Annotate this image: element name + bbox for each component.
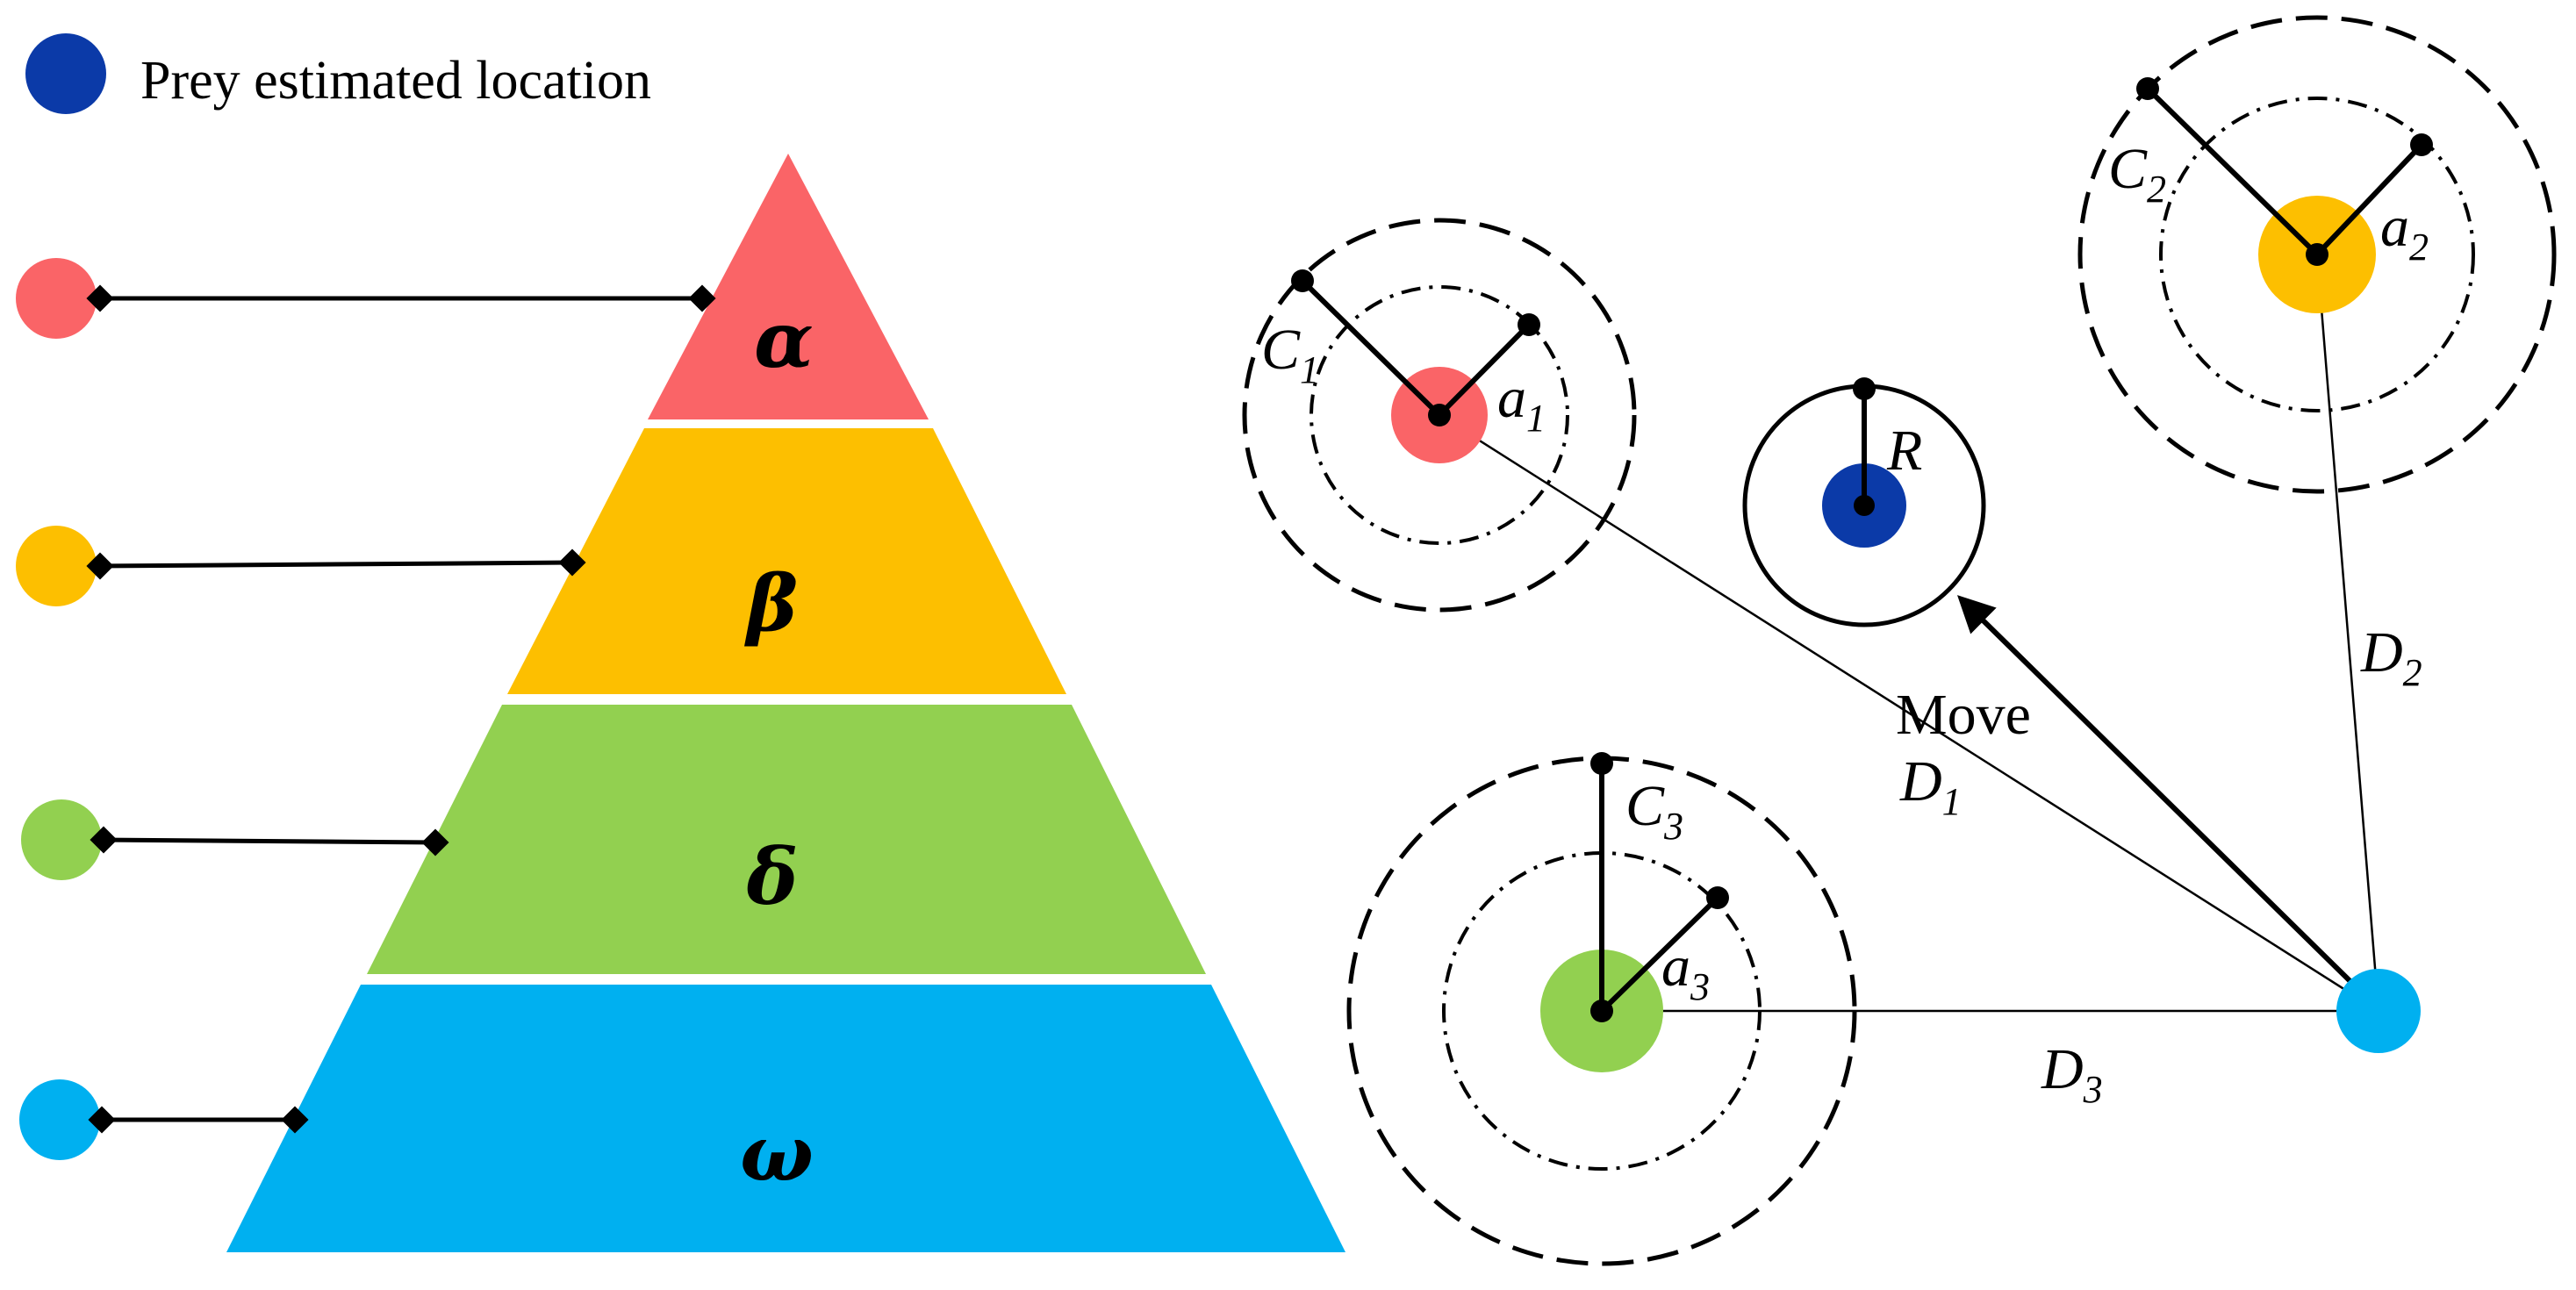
beta-c-label: C2 bbox=[2108, 137, 2166, 211]
alpha-outer-circle bbox=[1242, 218, 1637, 613]
distance-lines bbox=[1439, 254, 2380, 1013]
distance-labels: Move D1 D2 D3 bbox=[1896, 620, 2422, 1111]
pyramid-level-omega bbox=[226, 985, 1345, 1252]
delta-wolf-group: C3 a3 bbox=[1346, 752, 1857, 1266]
delta-a-label: a3 bbox=[1661, 935, 1710, 1008]
symbol-alpha: α bbox=[754, 294, 814, 385]
prey-r-label: R bbox=[1886, 419, 1922, 483]
symbol-delta: δ bbox=[746, 831, 799, 922]
beta-a-label: a2 bbox=[2380, 195, 2429, 269]
pyramid-level-beta bbox=[507, 428, 1066, 694]
pyramid-level-delta bbox=[367, 705, 1206, 974]
alpha-wolf-group: C1 a1 bbox=[1242, 218, 1637, 613]
legend: Prey estimated location bbox=[25, 33, 651, 114]
omega-wolf-dot bbox=[19, 1079, 100, 1160]
legend-label: Prey estimated location bbox=[140, 51, 651, 111]
delta-c-label: C3 bbox=[1625, 774, 1683, 848]
beta-outer-circle bbox=[2077, 15, 2557, 494]
alpha-inner-circle bbox=[1310, 285, 1569, 545]
alpha-c-label: C1 bbox=[1261, 318, 1319, 391]
hierarchy-connectors bbox=[16, 258, 716, 1160]
hierarchy-pyramid: α β δ ω bbox=[226, 154, 1345, 1252]
alpha-a-label: a1 bbox=[1497, 366, 1546, 440]
prey-legend-dot bbox=[25, 33, 106, 114]
prey-group: R bbox=[1742, 377, 1986, 627]
symbol-omega: ω bbox=[740, 1107, 814, 1199]
distance-line-d1 bbox=[1439, 413, 2379, 1013]
move-arrow bbox=[1957, 595, 2372, 1003]
delta-wolf-dot bbox=[21, 799, 102, 880]
d1-label: D1 bbox=[1899, 749, 1962, 823]
distance-line-d2 bbox=[2315, 254, 2380, 1012]
beta-inner-circle bbox=[2159, 97, 2475, 412]
pyramid-level-alpha bbox=[648, 154, 929, 419]
alpha-wolf-dot bbox=[16, 258, 97, 339]
omega-wolf-position bbox=[2336, 969, 2421, 1053]
symbol-beta: β bbox=[744, 557, 798, 649]
move-label: Move bbox=[1896, 683, 2031, 747]
d3-label: D3 bbox=[2041, 1037, 2103, 1111]
beta-wolf-dot bbox=[16, 526, 97, 606]
d2-label: D2 bbox=[2360, 620, 2422, 694]
beta-wolf-group: C2 a2 bbox=[2077, 15, 2557, 494]
